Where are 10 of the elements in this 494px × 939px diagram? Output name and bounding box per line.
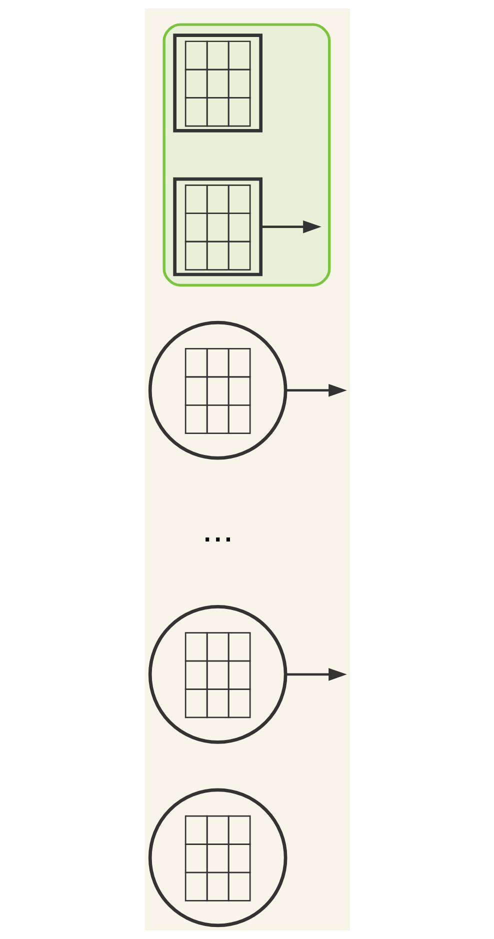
- arrow: [284, 668, 346, 681]
- arrow: [284, 384, 346, 397]
- node-circle: [148, 320, 287, 460]
- label: ...: [202, 508, 234, 550]
- cluster: [162, 23, 330, 287]
- node-circle: [148, 788, 287, 928]
- node-picture: [172, 177, 262, 276]
- arrow: [260, 220, 321, 234]
- node-picture: [172, 34, 262, 132]
- node-circle: [148, 605, 287, 744]
